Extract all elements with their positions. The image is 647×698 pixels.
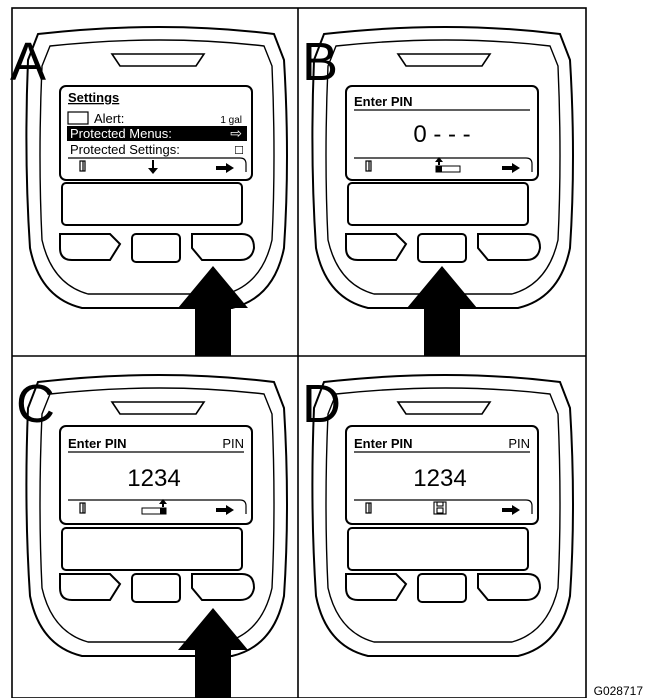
left-softkey[interactable] bbox=[345, 233, 408, 261]
row-value: ☐ bbox=[234, 145, 244, 157]
bezel-inner bbox=[39, 39, 275, 295]
screen-frame bbox=[59, 85, 253, 181]
bezel-outline bbox=[311, 26, 574, 309]
grid-outline bbox=[11, 7, 587, 698]
left-softkey[interactable] bbox=[59, 573, 122, 601]
indicator-window bbox=[110, 53, 206, 67]
left-softkey[interactable] bbox=[345, 573, 408, 601]
screen-title-right: PIN bbox=[222, 436, 244, 451]
bezel-outline bbox=[25, 26, 288, 309]
bezel-outline bbox=[311, 374, 574, 657]
screen-title: Enter PIN bbox=[354, 94, 413, 109]
indicator-window bbox=[110, 401, 206, 415]
row-value: 1 gal bbox=[220, 115, 242, 126]
exit-icon bbox=[79, 160, 86, 172]
row-highlight bbox=[67, 126, 247, 141]
softkey-bar bbox=[354, 499, 533, 514]
exit-icon bbox=[365, 502, 372, 514]
indicator-window bbox=[396, 401, 492, 415]
screen-frame bbox=[345, 85, 539, 181]
bezel-inner bbox=[325, 387, 561, 643]
panel-letter: A bbox=[10, 32, 46, 92]
right-arrow-icon bbox=[216, 163, 234, 173]
exit-icon bbox=[365, 160, 372, 172]
panel-c: C Enter PIN PIN 1234 bbox=[16, 374, 288, 698]
save-icon bbox=[433, 501, 447, 515]
pin-value[interactable]: 1234 bbox=[127, 465, 180, 492]
right-softkey[interactable] bbox=[477, 573, 542, 601]
press-arrow-icon bbox=[178, 266, 248, 356]
indicator-window bbox=[396, 53, 492, 67]
row-label[interactable]: Protected Menus: bbox=[70, 126, 172, 141]
bezel-outline bbox=[25, 374, 288, 657]
screen-frame bbox=[345, 425, 539, 525]
right-softkey[interactable] bbox=[191, 573, 256, 601]
pin-value[interactable]: 0 - - - bbox=[413, 121, 470, 148]
exit-icon bbox=[79, 502, 86, 514]
press-arrow-icon bbox=[407, 266, 477, 356]
panel-grid bbox=[11, 7, 587, 698]
screen-content: Enter PIN PIN 1234 bbox=[68, 436, 247, 515]
bezel-inner bbox=[39, 387, 275, 643]
display-unit bbox=[25, 26, 288, 309]
lower-display bbox=[347, 182, 529, 226]
softkey-bar bbox=[68, 499, 247, 514]
screen-title-right: PIN bbox=[508, 436, 530, 451]
lower-display bbox=[347, 527, 529, 571]
right-arrow-icon bbox=[502, 505, 520, 515]
panel-a: A Settings Alert: 1 gal Protected Menus:… bbox=[10, 26, 288, 356]
display-unit bbox=[311, 374, 574, 657]
tank-icon bbox=[67, 111, 89, 125]
center-softkey[interactable] bbox=[417, 233, 467, 263]
screen-content: Settings Alert: 1 gal Protected Menus: ⇨… bbox=[67, 90, 247, 174]
press-arrow-icon bbox=[178, 608, 248, 698]
panel-letter: B bbox=[302, 32, 338, 92]
panel-b: B Enter PIN 0 - - - bbox=[302, 26, 574, 356]
row-label[interactable]: Protected Settings: bbox=[70, 142, 180, 157]
left-softkey[interactable] bbox=[59, 233, 122, 261]
display-unit bbox=[25, 374, 288, 657]
figure-code: G028717 bbox=[593, 684, 643, 698]
increment-digit-icon bbox=[435, 157, 461, 173]
panel-d: D Enter PIN PIN 1234 bbox=[302, 374, 574, 657]
right-arrow-icon bbox=[216, 505, 234, 515]
center-softkey[interactable] bbox=[417, 573, 467, 603]
increment-digit-icon bbox=[141, 499, 167, 515]
right-softkey[interactable] bbox=[477, 233, 542, 261]
row-label: Alert: bbox=[94, 111, 124, 126]
center-softkey[interactable] bbox=[131, 233, 181, 263]
bezel-inner bbox=[325, 39, 561, 295]
row-value: ⇨ bbox=[230, 125, 242, 141]
lower-display bbox=[61, 527, 243, 571]
softkey-bar bbox=[354, 157, 533, 172]
screen-title: Enter PIN bbox=[354, 436, 413, 451]
panel-letter: C bbox=[16, 374, 55, 434]
lower-display bbox=[61, 182, 243, 226]
right-arrow-icon bbox=[502, 163, 520, 173]
screen-title: Enter PIN bbox=[68, 436, 127, 451]
screen-title: Settings bbox=[68, 90, 119, 105]
center-softkey[interactable] bbox=[131, 573, 181, 603]
right-softkey[interactable] bbox=[191, 233, 256, 261]
down-arrow-icon bbox=[148, 160, 158, 174]
screen-content: Enter PIN PIN 1234 bbox=[354, 436, 533, 515]
pin-value[interactable]: 1234 bbox=[413, 465, 466, 492]
softkey-bar bbox=[68, 157, 247, 172]
display-unit bbox=[311, 26, 574, 309]
panel-letter: D bbox=[302, 374, 341, 434]
screen-frame bbox=[59, 425, 253, 525]
screen-content: Enter PIN 0 - - - bbox=[354, 94, 533, 173]
